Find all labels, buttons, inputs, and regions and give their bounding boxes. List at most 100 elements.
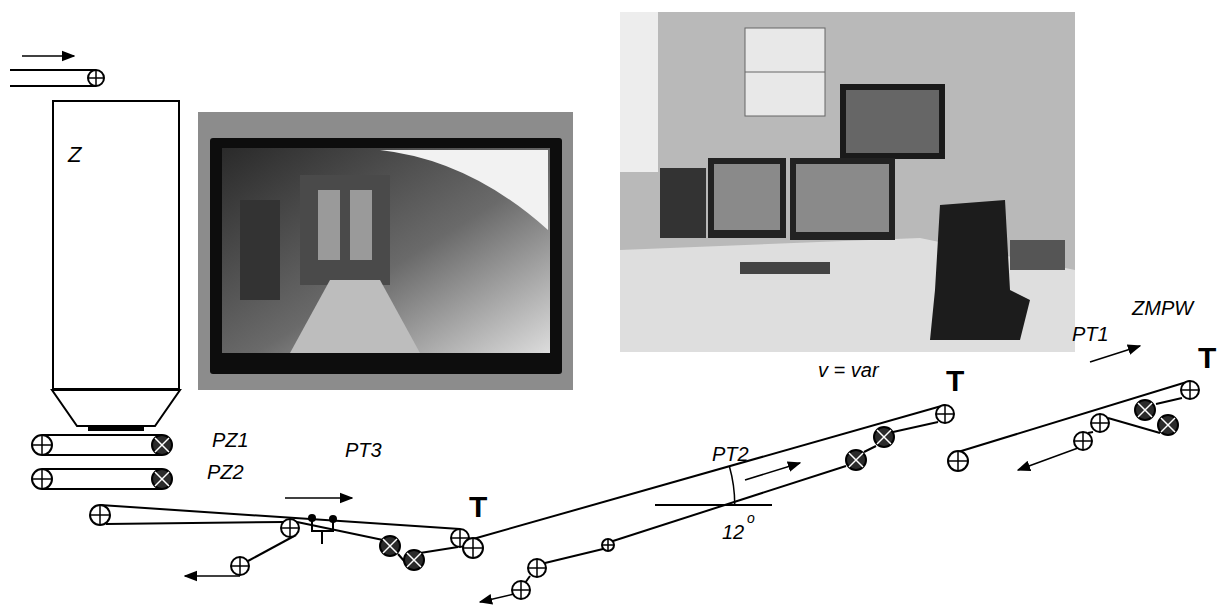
- speed-note: v = var: [818, 360, 879, 380]
- pulley-cross: [849, 453, 863, 467]
- pulley-cross: [239, 557, 241, 575]
- monitor-screen: [796, 164, 889, 232]
- wall-monitor: [840, 84, 945, 159]
- pulley-cross: [155, 438, 169, 452]
- photo-ground: [620, 12, 1075, 352]
- pulley-rim: [281, 519, 299, 537]
- drive-pulley: [404, 550, 424, 570]
- drive-pulley: [874, 427, 894, 447]
- pulley-cross: [1138, 403, 1152, 417]
- pulley-cross: [407, 553, 421, 567]
- wall-cabinet: [745, 28, 825, 116]
- pulley-cross: [407, 553, 421, 567]
- conveyor-belts: [10, 56, 1199, 602]
- pulley-cross: [472, 538, 474, 558]
- belt-line: [1108, 418, 1160, 433]
- monitor-bezel: [210, 138, 562, 374]
- direction-arrow: [480, 594, 514, 602]
- pulley-cross: [155, 472, 169, 486]
- window: [620, 12, 658, 172]
- pulley-rim: [90, 505, 110, 525]
- belt-line: [613, 466, 846, 541]
- pulley-cross: [957, 451, 959, 471]
- pulley-rim: [1181, 381, 1199, 399]
- screen-rock: [380, 150, 548, 230]
- wall-monitor-screen: [846, 90, 939, 153]
- pulley-cross: [944, 405, 946, 423]
- degree-mark: o: [747, 511, 755, 525]
- pulley-rim: [512, 581, 530, 599]
- pulley-rim: [152, 435, 172, 455]
- pulley-cross: [1189, 381, 1191, 399]
- pulley: [1074, 432, 1092, 450]
- belt-line: [655, 504, 772, 506]
- conveyor-name: PZ2: [207, 462, 244, 482]
- pulley-cross: [520, 581, 522, 599]
- pulley-cross: [41, 469, 43, 489]
- belt-line: [545, 549, 603, 563]
- pulley-rim: [1074, 432, 1092, 450]
- tension-mark: T: [469, 492, 487, 522]
- screen-conveyor: [290, 280, 420, 353]
- site-name: ZMPW: [1132, 298, 1193, 318]
- belt-line: [312, 520, 333, 531]
- pulley: [1181, 381, 1199, 399]
- pulley: [948, 451, 968, 471]
- belt-line: [42, 454, 162, 456]
- desk-monitor: [708, 158, 786, 238]
- pulley-cross: [1082, 432, 1084, 450]
- bin-hopper: [52, 390, 180, 426]
- screen-machine: [318, 190, 340, 260]
- desk-monitor: [660, 168, 706, 238]
- direction-arrow: [185, 575, 240, 577]
- belt-line: [1156, 398, 1182, 404]
- cabinet-shelf: [745, 72, 825, 73]
- tension-mark: T: [946, 366, 964, 396]
- keyboard: [740, 262, 830, 274]
- pulley: [90, 505, 110, 525]
- belt-line: [958, 381, 1190, 452]
- belt-line: [893, 422, 938, 432]
- pulley-cross: [383, 539, 397, 553]
- pulley-cross: [99, 505, 101, 525]
- conveyor-name: PT2: [712, 444, 749, 464]
- pulley: [936, 405, 954, 423]
- belt-line: [864, 446, 876, 452]
- pulley-rim: [32, 435, 52, 455]
- pulley-rim: [1091, 414, 1109, 432]
- pulley-rim: [528, 559, 546, 577]
- pulley-cross: [383, 539, 397, 553]
- monitor-screen: [222, 148, 550, 353]
- pulley: [32, 469, 52, 489]
- belt-line: [42, 488, 162, 490]
- conveyor-name: PT3: [345, 440, 382, 460]
- belt-line: [297, 522, 383, 540]
- screen-machine: [350, 190, 372, 260]
- pulley: [463, 538, 483, 558]
- screen-support: [240, 200, 280, 300]
- pulley-cross: [877, 430, 891, 444]
- drive-pulley: [1158, 415, 1178, 435]
- screen-machine: [300, 175, 390, 285]
- belt-line: [100, 505, 460, 529]
- pulley-cross: [877, 430, 891, 444]
- pulley-rim: [846, 450, 866, 470]
- pulley-cross: [849, 453, 863, 467]
- desk-monitor: [790, 158, 895, 240]
- conveyor-name: PZ1: [212, 430, 249, 450]
- storage-bin: Z: [52, 100, 180, 390]
- pulley-cross: [459, 529, 461, 547]
- pulley-cross: [155, 472, 169, 486]
- pulley-cross: [95, 70, 97, 86]
- conveyor-name: PT1: [1072, 324, 1109, 344]
- pulley-rim: [463, 538, 483, 558]
- direction-arrow: [1018, 448, 1078, 470]
- photo-ground: [198, 112, 573, 390]
- pulley-rim: [1135, 400, 1155, 420]
- belt-line: [10, 85, 96, 87]
- drive-pulley: [152, 435, 172, 455]
- drive-pulley: [846, 450, 866, 470]
- pulley-cross: [536, 559, 538, 577]
